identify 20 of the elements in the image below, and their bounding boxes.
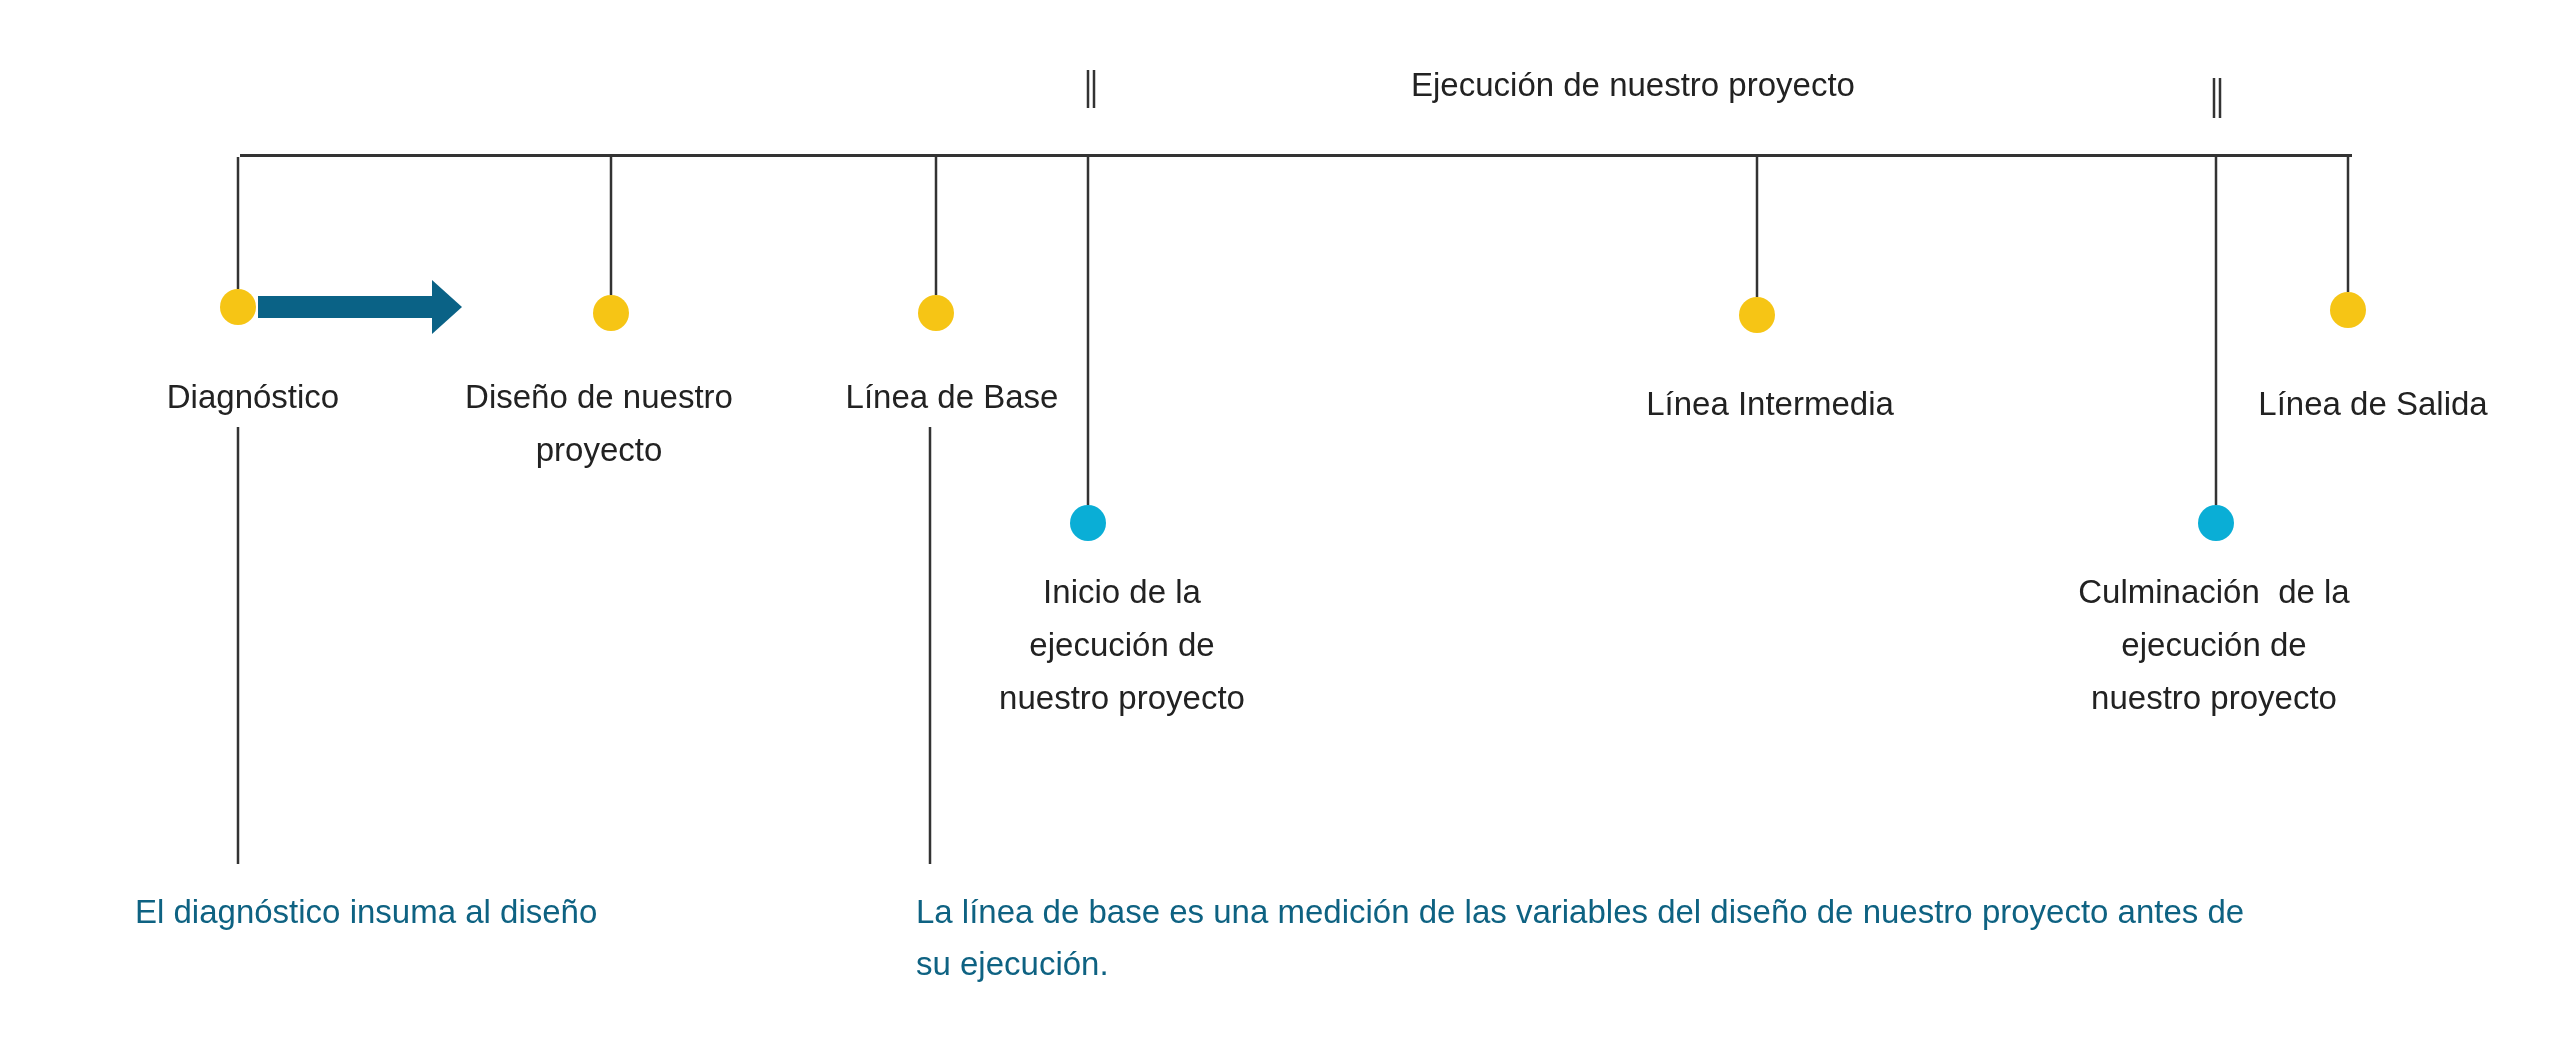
connector-line (1086, 157, 1090, 505)
milestone-label: Línea de Salida (2257, 384, 2489, 424)
milestone-label: Línea de Base (844, 377, 1060, 417)
connector-line (236, 157, 240, 289)
connector-line (2346, 157, 2350, 292)
block-arrow (258, 280, 462, 334)
connector-line (934, 157, 938, 295)
milestone-label: Línea Intermedia (1645, 384, 1895, 424)
timeline-bar (240, 154, 2352, 157)
milestone-label: Diseño de nuestro proyecto (464, 377, 734, 470)
connector-line (928, 427, 932, 864)
note-text: La línea de base es una medición de las variables del diseño de nuestro proyecto antes de su ejecución. (916, 892, 2246, 984)
connector-line (609, 157, 613, 295)
connector-line (2214, 157, 2218, 505)
milestone-label: Culminación de la ejecución de nuestro proyecto (2077, 572, 2351, 718)
section-title: Ejecución de nuestro proyecto (1411, 66, 1855, 104)
milestone-label: Diagnóstico (165, 377, 341, 417)
milestone-label: Inicio de la ejecución de nuestro proyecto (998, 572, 1246, 718)
connector-line (1755, 157, 1759, 297)
connector-line (236, 427, 240, 864)
